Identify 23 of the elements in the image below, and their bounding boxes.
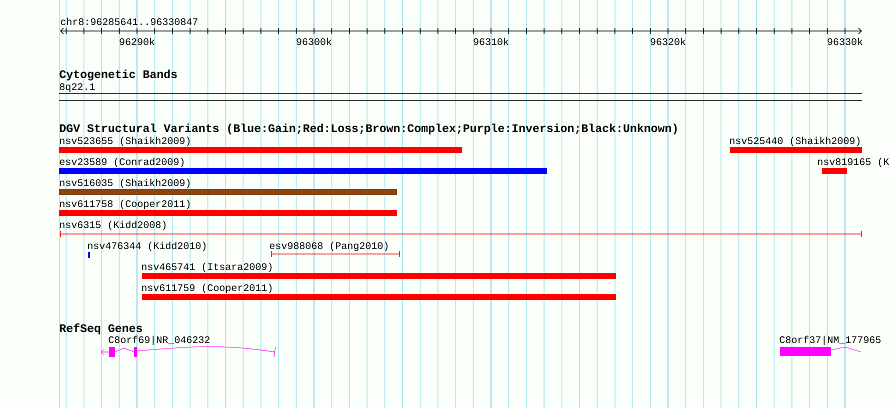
variant-label: esv988068 (Pang2010)	[270, 242, 388, 252]
track-heading: RefSeq Genes	[60, 323, 142, 334]
variant-label: nsv476344 (Kidd2010)	[88, 242, 206, 252]
variant-label: nsv611758 (Cooper2011)	[60, 200, 190, 210]
variant-label: nsv6315 (Kidd2008)	[60, 220, 166, 230]
tick-label: 96320k	[650, 38, 686, 46]
track-heading: Cytogenetic Bands	[60, 70, 177, 80]
tick-label: 96310k	[474, 38, 508, 46]
variant-label: nsv465741 (Itsara2009)	[142, 262, 272, 272]
tick-label: 96330k	[828, 38, 862, 46]
variant-label: esv23589 (Conrad2009)	[60, 158, 184, 168]
variant-label: nsv525440 (Shaikh2009)	[730, 136, 860, 146]
variant-label: nsv523655 (Shaikh2009)	[60, 136, 190, 146]
coordinate-label: chr8:96285641..96330847	[60, 18, 198, 26]
tick-label: 96300k	[296, 38, 332, 46]
band-label: 8q22.1	[60, 83, 95, 92]
variant-label: nsv516035 (Shaikh2009)	[60, 178, 190, 188]
track-heading: DGV Structural Variants (Blue:Gain;Red:Loss;Brown:Complex;Purple:Inversion;Black:Unknown)	[60, 124, 677, 134]
tick-label: 96290k	[120, 38, 154, 46]
gene-label: C8orf37|NM_177965	[780, 336, 881, 346]
gene-label: C8orf69|NR_046232	[108, 336, 210, 346]
variant-label: nsv611759 (Cooper2011)	[142, 284, 272, 294]
variant-label: nsv819165 (K	[818, 158, 890, 168]
